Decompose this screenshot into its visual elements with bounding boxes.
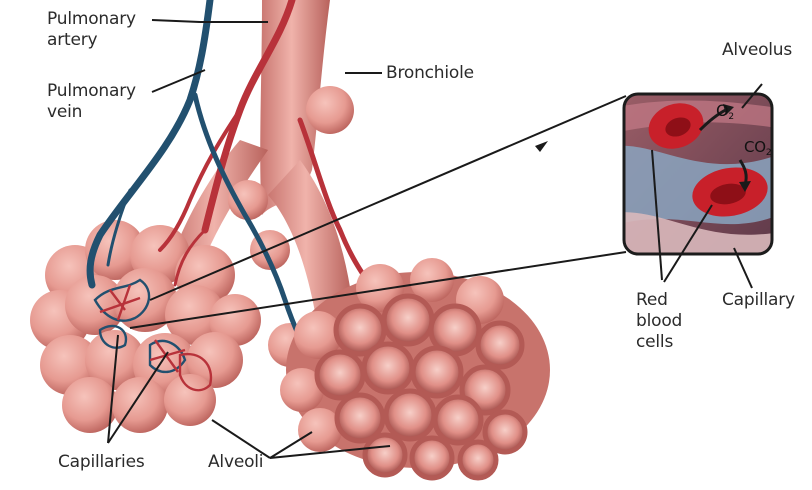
- label-red-blood-cells: Red blood cells: [636, 290, 682, 353]
- label-alveoli: Alveoli: [208, 452, 263, 473]
- label-bronchiole: Bronchiole: [386, 63, 474, 84]
- label-pulmonary-vein: Pulmonary vein: [47, 81, 136, 123]
- label-capillary: Capillary: [722, 290, 795, 311]
- label-co2: CO2: [744, 137, 771, 164]
- label-capillaries: Capillaries: [58, 452, 145, 473]
- alveolus-capillary-inset: [600, 94, 790, 260]
- label-o2: O2: [716, 100, 734, 128]
- label-alveolus: Alveolus: [722, 40, 792, 61]
- label-pulmonary-artery: Pulmonary artery: [47, 9, 136, 51]
